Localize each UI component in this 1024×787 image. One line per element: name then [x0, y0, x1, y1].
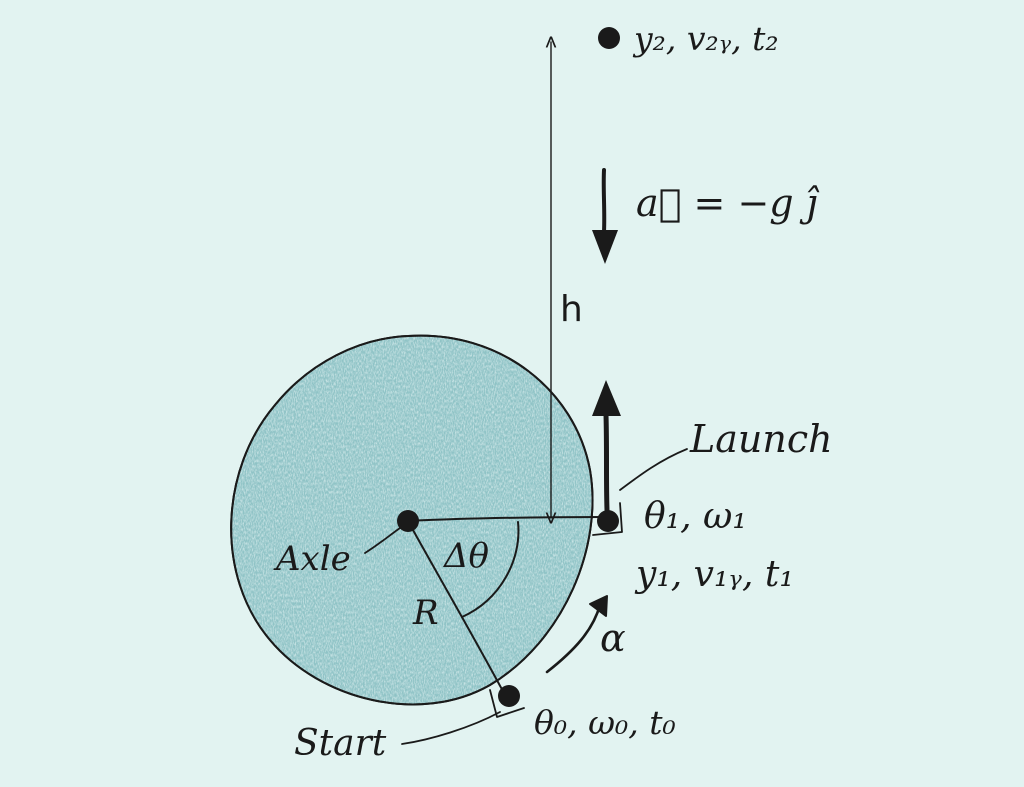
acceleration-arrow-head	[592, 230, 618, 264]
top-point	[598, 27, 620, 49]
start-label: Start	[294, 723, 387, 764]
start-point	[498, 685, 520, 707]
launch-angles-label: θ₁, ω₁	[644, 496, 747, 537]
start-values-label: θ₀, ω₀, t₀	[534, 703, 676, 742]
right-angle-marks	[489, 502, 623, 718]
launch-arrow-shaft	[603, 412, 610, 513]
right-angle-mark-start	[489, 689, 525, 718]
alpha-arrow	[545, 595, 608, 674]
launch-leader	[619, 448, 688, 491]
axle-leader	[364, 527, 401, 554]
wheel-outline	[230, 334, 594, 706]
radius-line-launch	[407, 516, 606, 522]
axle-point	[397, 510, 419, 532]
launch-velocity-arrow	[592, 380, 621, 513]
launch-point	[597, 510, 619, 532]
leader-lines	[364, 448, 688, 745]
launch-arrow-head	[592, 380, 621, 416]
radius-label: R	[412, 593, 439, 633]
launch-label: Launch	[689, 417, 833, 461]
axle-label: Axle	[273, 539, 351, 579]
acceleration-label: a⃗ = −g ĵ	[636, 181, 820, 225]
alpha-label: α	[600, 616, 626, 660]
alpha-arrow-head	[589, 595, 608, 617]
height-label: h	[560, 289, 583, 330]
radius-line-start	[407, 520, 506, 696]
acceleration-arrow-shaft	[601, 168, 607, 234]
acceleration-arrow	[592, 168, 618, 264]
points	[397, 27, 620, 707]
delta-theta-arc	[461, 521, 520, 618]
launch-motion-label: y₁, v₁ᵧ, t₁	[634, 554, 794, 595]
labels: y₂, v₂ᵧ, t₂ a⃗ = −g ĵ h Launch θ₁, ω₁ y₁…	[273, 19, 833, 764]
start-leader	[401, 711, 501, 745]
top-point-label: y₂, v₂ᵧ, t₂	[632, 19, 779, 58]
alpha-arc	[545, 603, 602, 674]
right-angle-mark-launch	[592, 502, 623, 536]
delta-theta-label: Δθ	[442, 536, 489, 576]
radius-lines	[407, 516, 606, 696]
